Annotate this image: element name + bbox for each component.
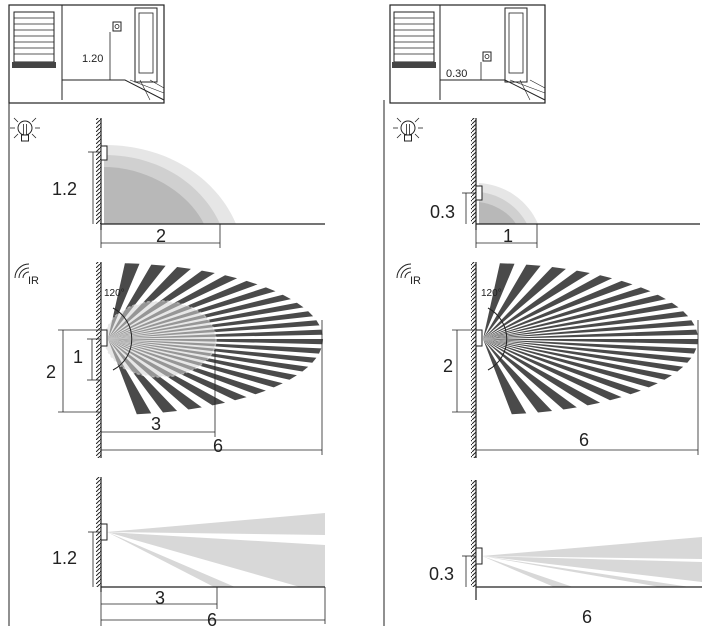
ir-label-right: IR <box>410 275 421 287</box>
ir-ray <box>483 287 651 339</box>
side-view-right <box>462 480 702 600</box>
ir-ray <box>483 339 692 363</box>
ir-signal-icon-right <box>396 263 412 279</box>
ir-ray <box>483 339 577 410</box>
ir-detection-right <box>452 262 699 458</box>
ir-ray <box>483 339 641 395</box>
inset-height-left: 1.20 <box>82 53 103 65</box>
ir-outer-height-left: 2 <box>46 362 56 382</box>
ir-ray <box>483 267 566 339</box>
ir-signal-icon <box>14 263 30 279</box>
ir-ray <box>483 339 658 388</box>
ir-ray <box>483 339 697 354</box>
room-inset-right <box>389 4 546 104</box>
side-height-right: 0.3 <box>429 564 454 584</box>
ir-ray <box>483 329 698 339</box>
ir-ray <box>483 339 698 345</box>
ir-ray <box>483 339 684 372</box>
side-outer-range-right: 6 <box>582 607 592 626</box>
light-range-right: 1 <box>503 226 513 246</box>
ir-ray <box>483 311 689 339</box>
light-range-left: 2 <box>156 226 166 246</box>
inset-height-right: 0.30 <box>446 68 467 80</box>
ir-ray <box>483 339 527 415</box>
ir-angle-left: 120° <box>104 288 125 299</box>
ir-fan-rays-right <box>483 263 698 415</box>
ir-ray <box>483 339 553 413</box>
lightbulb-icon-right <box>393 117 423 142</box>
ir-ray <box>483 280 633 339</box>
ir-ray <box>483 270 590 339</box>
light-detection-left <box>88 118 325 248</box>
ir-angle-right: 120° <box>481 288 502 299</box>
ir-ray <box>483 320 695 339</box>
ir-ray <box>483 339 622 401</box>
ir-ray <box>483 339 672 380</box>
ir-outer-range-left: 6 <box>213 436 223 456</box>
ir-ray <box>483 339 601 406</box>
ir-outer-range-right: 6 <box>579 430 589 450</box>
ir-label-left: IR <box>28 275 39 287</box>
side-outer-range-left: 6 <box>207 610 217 626</box>
ir-ray <box>483 275 613 339</box>
ir-ray <box>483 302 679 339</box>
ir-outer-height-right: 2 <box>443 356 453 376</box>
side-view-left <box>88 477 326 626</box>
ir-inner-height-left: 1 <box>73 347 83 367</box>
light-height-right: 0.3 <box>430 202 455 222</box>
side-inner-range-left: 3 <box>155 588 165 608</box>
light-height-left: 1.2 <box>52 179 77 199</box>
ir-ray <box>483 263 515 339</box>
ir-detection-left <box>58 262 323 458</box>
ir-ray <box>483 264 541 339</box>
light-detection-right <box>462 118 700 248</box>
lightbulb-icon <box>10 117 40 142</box>
ir-ray <box>483 294 666 339</box>
side-height-left: 1.2 <box>52 548 77 568</box>
room-inset-left <box>8 4 165 104</box>
ir-inner-range-left: 3 <box>151 414 161 434</box>
